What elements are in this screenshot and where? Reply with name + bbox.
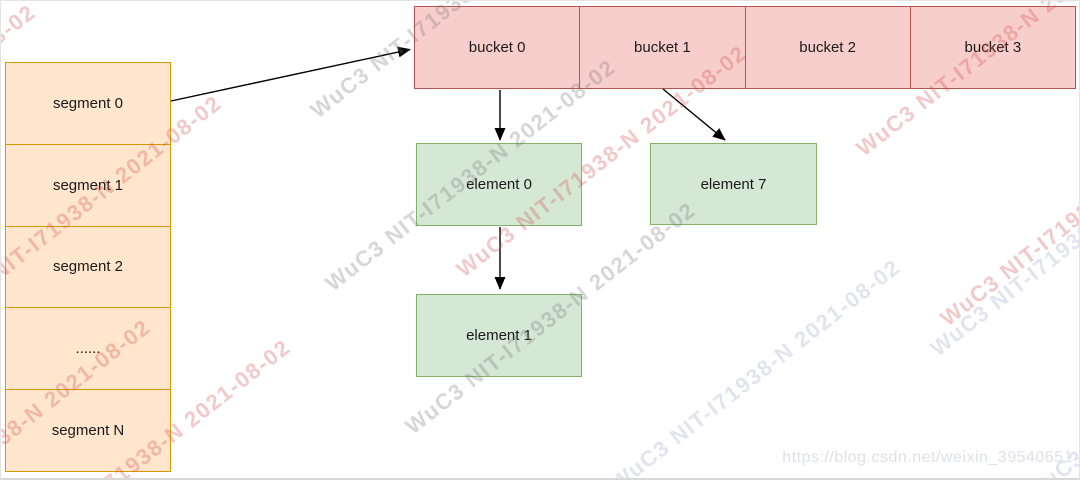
segment-cell-2: segment 2 (6, 227, 170, 309)
bucket-label: bucket 2 (799, 39, 856, 56)
bucket-cell-2: bucket 2 (746, 7, 911, 88)
segment-cell-n: segment N (6, 390, 170, 471)
element-label: element 7 (700, 175, 767, 193)
watermark-text: WuC3 NIT-I71938-N 2021-08-02 (925, 119, 1080, 361)
segment-label: segment 2 (52, 258, 124, 276)
segment-cell-ellipsis: ...... (6, 308, 170, 391)
element-box-0: element 0 (416, 143, 582, 226)
segment-label: segment 0 (52, 94, 124, 112)
element-box-7: element 7 (650, 143, 817, 225)
segment-cell-1: segment 1 (6, 145, 170, 227)
element-label: element 1 (466, 327, 532, 344)
element-box-1: element 1 (416, 294, 582, 377)
watermark-text: WuC3 NIT-I71938-N 2021-08-02 (1020, 264, 1080, 480)
segment-cell-0: segment 0 (6, 63, 170, 145)
bucket-label: bucket 3 (964, 39, 1022, 56)
bucket-label: bucket 1 (634, 39, 691, 56)
segment-label: segment 1 (52, 176, 124, 194)
segment-label: segment N (51, 422, 125, 440)
bucket-cell-0: bucket 0 (415, 7, 581, 88)
watermark-text: WuC3 NIT-I71938-N 2021-08-02 (605, 254, 906, 480)
bucket-cell-1: bucket 1 (580, 7, 746, 88)
bucket-array: bucket 0 bucket 1 bucket 2 bucket 3 (414, 6, 1076, 89)
bucket-label: bucket 0 (468, 39, 526, 56)
segment-label: ...... (75, 340, 101, 358)
csdn-url-watermark: https://blog.csdn.net/weixin_39540651 (782, 449, 1073, 466)
bucket-cell-3: bucket 3 (911, 7, 1075, 88)
segment-table: segment 0 segment 1 segment 2 ...... seg… (5, 62, 171, 472)
arrow-bucket1-to-element7 (662, 88, 726, 141)
watermark-text: WuC3 NIT-I71938-N 2021-08-02 (935, 89, 1080, 331)
element-label: element 0 (466, 176, 532, 193)
arrow-segment0-to-bucket0 (170, 46, 411, 102)
